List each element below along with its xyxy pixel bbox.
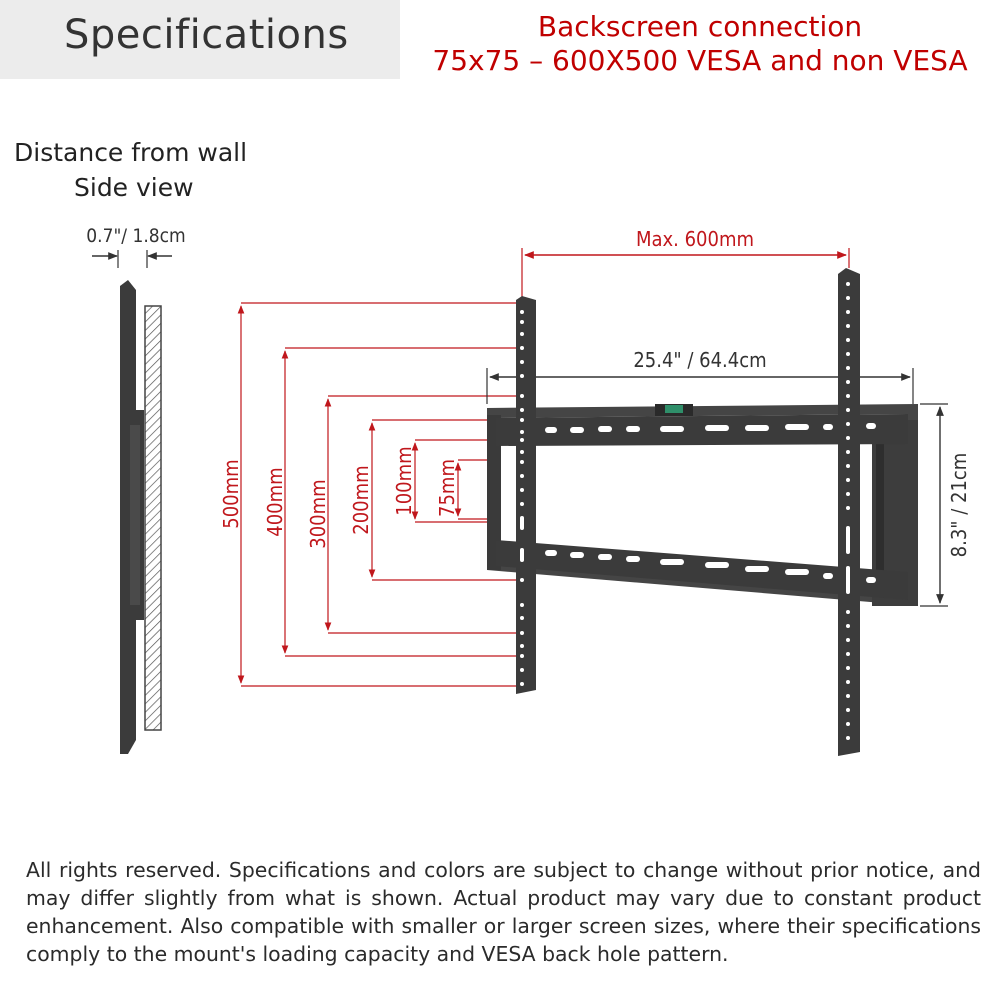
- side-view-title: Distance from wall: [14, 138, 248, 167]
- label-75mm: 75mm: [435, 459, 459, 517]
- top-rail: [496, 414, 908, 446]
- depth-label: 0.7"/ 1.8cm: [86, 225, 185, 247]
- max-width-label: Max. 600mm: [636, 227, 754, 251]
- bottom-rail-slots: [545, 550, 876, 583]
- left-vertical-arm: [516, 296, 536, 694]
- page-title: Specifications: [64, 12, 349, 58]
- wall-plate: [487, 404, 918, 606]
- right-vertical-arm: [838, 268, 860, 756]
- side-view: 0.7"/ 1.8cm: [86, 225, 186, 754]
- header-banner: [0, 0, 400, 79]
- label-300mm: 300mm: [306, 479, 330, 548]
- label-500mm: 500mm: [219, 459, 243, 528]
- overall-width-label: 25.4" / 64.4cm: [633, 348, 766, 372]
- height-label: 8.3" / 21cm: [947, 453, 971, 558]
- label-100mm: 100mm: [392, 446, 416, 515]
- max-width-dimension: Max. 600mm: [521, 227, 850, 298]
- disclaimer-text: All rights reserved. Specifications and …: [26, 858, 981, 966]
- wall: [144, 305, 162, 731]
- vesa-range-heading: 75x75 – 600X500 VESA and non VESA: [432, 44, 968, 77]
- label-400mm: 400mm: [263, 467, 287, 536]
- side-view-subtitle: Side view: [74, 173, 194, 202]
- top-rail-slots: [545, 423, 876, 433]
- backscreen-connection-heading: Backscreen connection: [537, 10, 863, 43]
- vesa-dimension-labels: 500mm 400mm 300mm 200mm 100mm 75mm: [219, 446, 459, 548]
- label-200mm: 200mm: [349, 465, 373, 534]
- height-dimension: 8.3" / 21cm: [920, 403, 971, 607]
